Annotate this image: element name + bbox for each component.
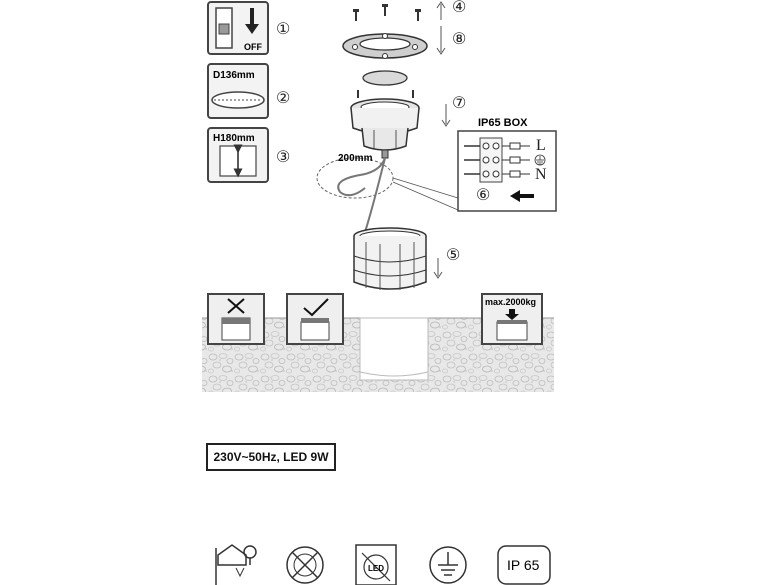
live-label: L	[536, 137, 546, 154]
step-5-arrow	[433, 258, 443, 279]
down-arrow-icon	[245, 8, 259, 34]
cover-ring	[342, 33, 428, 59]
off-label: OFF	[244, 42, 262, 52]
diameter-panel: D136mm	[207, 63, 269, 119]
height-panel: H180mm	[207, 127, 269, 183]
step-4: ④	[452, 0, 466, 16]
step-5: ⑤	[446, 247, 460, 264]
ip65-box: IP65 BOX L N	[457, 117, 557, 212]
step-7-arrow	[441, 104, 451, 127]
led-icon: LED	[355, 544, 397, 585]
ground-symbol-icon	[534, 154, 546, 166]
screws-top	[353, 4, 421, 21]
diameter-label: D136mm	[213, 70, 255, 81]
terminal-screws	[482, 142, 500, 178]
cable-length-label: 200mm	[338, 153, 373, 164]
check-mark-icon	[303, 298, 329, 317]
step-4-8-arrows	[436, 1, 446, 55]
house-bulb-icon	[215, 544, 257, 585]
step-1: ①	[276, 21, 290, 38]
ip-rating-text: IP 65	[507, 557, 540, 573]
lamp-body	[350, 90, 420, 159]
led-text: LED	[368, 564, 384, 573]
spec-label: 230V~50Hz, LED 9W	[206, 443, 336, 471]
load-arrow-icon	[505, 309, 519, 320]
ip65-rating-icon: IP 65	[497, 545, 551, 585]
step-6: ⑥	[476, 187, 490, 204]
power-off-panel: OFF	[207, 1, 269, 55]
step-7: ⑦	[452, 95, 466, 112]
embedded-housing	[353, 227, 427, 290]
max-load-label: max.2000kg	[485, 297, 536, 307]
cable-assembly	[316, 157, 459, 253]
correct-installation-panel	[286, 293, 344, 345]
crossed-circle-icon	[286, 546, 324, 584]
glass-disc	[362, 70, 408, 86]
max-load-panel: max.2000kg	[481, 293, 543, 345]
box-title: IP65 BOX	[478, 117, 528, 129]
step-2: ②	[276, 90, 290, 107]
left-arrow-icon	[510, 190, 534, 202]
earth-ground-icon	[429, 546, 467, 584]
height-label: H180mm	[213, 133, 255, 144]
step-8: ⑧	[452, 31, 466, 48]
wrong-installation-panel	[207, 293, 265, 345]
step-3: ③	[276, 149, 290, 166]
neutral-label: N	[535, 166, 547, 183]
